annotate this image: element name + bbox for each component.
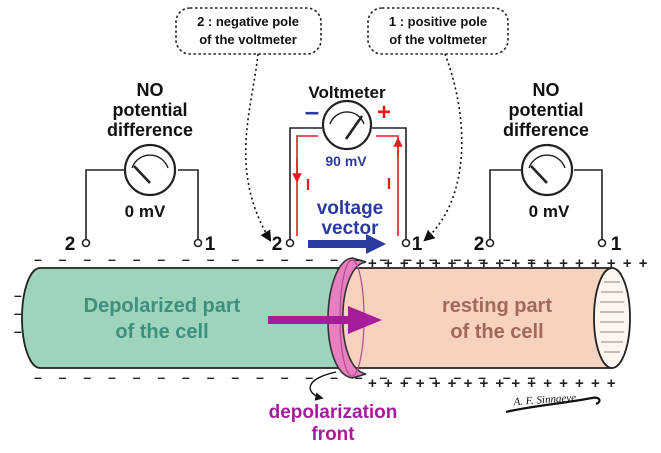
left-meter-needle xyxy=(133,165,151,184)
callout-positive-pole: 1 : positive pole of the voltmeter xyxy=(367,7,509,55)
cell-end-cap xyxy=(593,267,631,369)
vector-label-line-1: voltage xyxy=(317,198,384,219)
signature-text: A. F. Sinnaeve xyxy=(512,392,577,408)
left-voltmeter: NO potential difference 0 mV 2 1 xyxy=(65,80,216,255)
resting-label-line-1: resting part xyxy=(442,295,552,317)
center-caption: Voltmeter xyxy=(308,83,386,102)
front-label-pointer xyxy=(309,371,337,401)
center-meter-needle xyxy=(344,115,364,140)
callout-positive-line-1: 1 : positive pole xyxy=(389,14,487,29)
membrane-charges: – – – – – – – – – – – – – – – – – – – – … xyxy=(14,251,649,392)
author-signature: A. F. Sinnaeve xyxy=(505,392,601,414)
callout-negative-line-1: 2 : negative pole xyxy=(197,14,299,29)
cell-cylinder xyxy=(21,257,631,379)
right-pole-2: 2 xyxy=(474,234,485,255)
left-meter-dial xyxy=(123,143,177,197)
left-meter-reading: 0 mV xyxy=(125,202,166,221)
center-voltmeter: Voltmeter – + 90 mV I I 2 1 xyxy=(272,83,423,255)
depolarized-label-line-1: Depolarized part xyxy=(84,295,241,317)
right-meter-needle xyxy=(530,165,548,184)
depolarization-front xyxy=(327,257,367,379)
callout-positive-line-2: of the voltmeter xyxy=(389,32,487,47)
front-label-line-2: front xyxy=(311,424,355,445)
voltage-vector: voltage vector xyxy=(308,198,386,254)
resting-label-line-2: of the cell xyxy=(450,321,543,343)
vector-arrow xyxy=(308,234,386,254)
center-pole-1: 1 xyxy=(412,234,423,255)
callout-negative-pole: 2 : negative pole of the voltmeter xyxy=(175,7,322,55)
left-pole-1: 1 xyxy=(205,234,216,255)
right-meter-dial xyxy=(520,143,574,197)
left-caption-line-3: difference xyxy=(107,120,193,140)
center-meter-reading: 90 mV xyxy=(325,153,367,169)
center-meter-dial xyxy=(321,99,373,151)
right-voltmeter: NO potential difference 0 mV 2 1 xyxy=(474,80,622,255)
callout-negative-line-2: of the voltmeter xyxy=(199,32,297,47)
left-pole-2: 2 xyxy=(65,234,76,255)
svg-text:– – – – – – – – – – – – – – –: – – – – – – – – – – – – – – – – – – – – … xyxy=(34,251,542,267)
vector-label-line-2: vector xyxy=(321,218,379,239)
right-pole-1: 1 xyxy=(611,234,622,255)
right-caption-line-1: NO xyxy=(533,80,560,100)
current-label-left: I xyxy=(306,177,310,194)
depolarized-label-line-2: of the cell xyxy=(115,321,208,343)
svg-text:– – – – – – – – – – – – – – –: – – – – – – – – – – – – – – – – – – – – … xyxy=(34,369,542,385)
svg-text:–: – xyxy=(14,305,22,321)
svg-text:–: – xyxy=(14,287,22,303)
right-meter-reading: 0 mV xyxy=(529,202,570,221)
callout-positive-pointer xyxy=(423,53,463,242)
propagation-arrow xyxy=(268,306,382,334)
left-caption-line-2: potential xyxy=(113,100,188,120)
callout-negative-pointer xyxy=(244,53,272,242)
current-label-right: I xyxy=(387,176,391,193)
front-label-line-1: depolarization xyxy=(269,402,398,423)
svg-text:–: – xyxy=(14,323,22,339)
svg-text:+ + + + + + + + + + + + + + +: + + + + + + + + + + + + + + + + + + xyxy=(368,255,649,272)
right-caption-line-3: difference xyxy=(503,120,589,140)
current-path-right xyxy=(376,135,399,236)
center-plus-sign: + xyxy=(377,99,391,126)
center-minus-sign: – xyxy=(305,96,319,126)
resting-region xyxy=(337,267,613,369)
right-caption-line-2: potential xyxy=(509,100,584,120)
center-pole-2: 2 xyxy=(272,234,283,255)
current-path-left xyxy=(296,135,318,236)
left-caption-line-1: NO xyxy=(137,80,164,100)
svg-text:+ + + + + + + + + + + + + + +: + + + + + + + + + + + + + + + + xyxy=(368,375,617,392)
depolarized-region xyxy=(21,267,351,369)
